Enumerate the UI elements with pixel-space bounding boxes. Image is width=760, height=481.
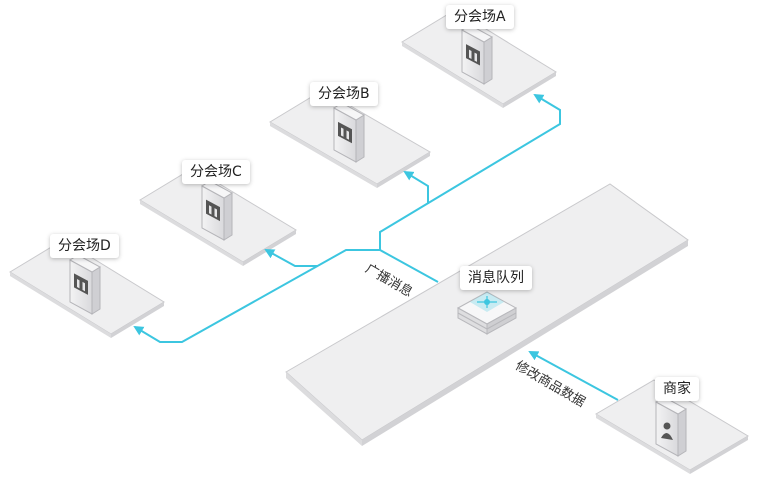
- merchant-tower-icon: [655, 396, 687, 457]
- venue-a-label: 分会场A: [446, 5, 514, 29]
- queue-platform-side: [286, 372, 362, 446]
- venue-b-label: 分会场B: [310, 82, 378, 106]
- venue-c-tower-icon: [201, 180, 233, 241]
- queue-box-icon: [456, 291, 518, 335]
- line-to-venue-b: [403, 170, 429, 204]
- line-to-venue-d: [133, 249, 439, 343]
- connection-lines: [133, 93, 619, 401]
- venue-d-tower-icon: [69, 254, 101, 315]
- queue-platform-side-right: [362, 240, 688, 446]
- line-merchant-to-queue: [528, 351, 619, 401]
- queue-label: 消息队列: [460, 266, 532, 290]
- venue-b-tower-icon: [333, 102, 365, 163]
- venue-d-label: 分会场D: [50, 234, 119, 258]
- line-to-venue-c: [264, 249, 318, 267]
- venue-c-label: 分会场C: [182, 160, 250, 184]
- line-to-venue-a: [379, 93, 561, 250]
- merchant-label: 商家: [655, 377, 699, 401]
- venue-a-tower-icon: [461, 24, 493, 85]
